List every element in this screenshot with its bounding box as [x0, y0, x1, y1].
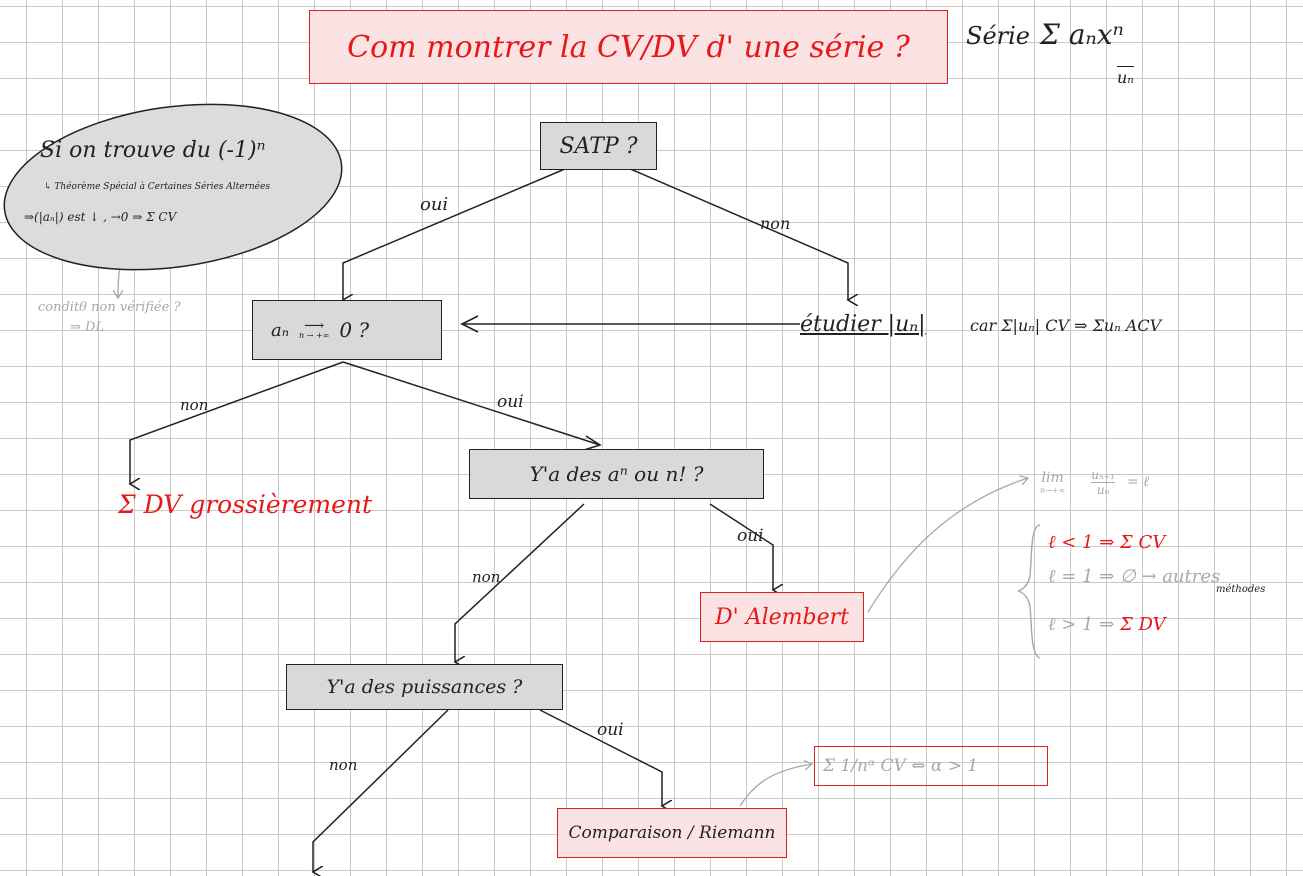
riemann-note-text: Σ 1/nᵅ CV ⇔ α > 1	[823, 756, 979, 776]
edge-label-oui-puiss: oui	[597, 720, 624, 740]
etudier-note: car Σ|uₙ| CV ⇒ Σuₙ ACV	[970, 316, 1162, 335]
dal-case3-b: Σ DV	[1120, 614, 1166, 635]
bubble-ellipse	[3, 103, 343, 271]
dal-case2-a: ℓ = 1 ⇒ ∅ → autres	[1048, 566, 1221, 587]
node-satp-text: SATP ?	[559, 133, 638, 159]
dal-eq: = ℓ	[1126, 474, 1149, 490]
edge-an-oui	[342, 361, 601, 446]
an-prefix: aₙ	[271, 319, 290, 341]
bubble-line3: ⇒(|aₙ|) est ↓ , →0 ⇒ Σ CV	[24, 210, 177, 224]
node-dv: Σ DV grossièrement	[118, 490, 373, 519]
dal-case1: ℓ < 1 ⇒ Σ CV	[1048, 532, 1166, 553]
edge-label-non-yades: non	[472, 568, 501, 586]
edge-satp-non	[597, 154, 848, 300]
an-limit-sub: n → +∞	[299, 330, 330, 340]
edge-label-oui-yades: oui	[737, 526, 764, 546]
bubble-line1: Si on trouve du (-1)ⁿ	[40, 138, 266, 163]
edge-an-non	[130, 361, 344, 484]
node-etudier: étudier |uₙ|	[800, 312, 926, 337]
node-an-limit: aₙ ⟶ n → +∞ 0 ?	[252, 300, 442, 360]
node-dalembert: D' Alembert	[700, 592, 864, 642]
edge-label-non-satp: non	[760, 214, 791, 233]
node-puissances-text: Y'a des puissances ?	[326, 676, 523, 698]
serie-formula: Σ aₙxⁿ	[1040, 18, 1124, 51]
dal-ratio-den: uₙ	[1096, 483, 1110, 497]
edge-satp-oui	[343, 154, 599, 300]
dal-ratio-num: uₙ₊₁	[1091, 468, 1115, 483]
bubble-line2: ↳ Théorème Spécial à Certaines Séries Al…	[44, 182, 270, 192]
title-text: Com montrer la CV/DV d' une série ?	[347, 29, 910, 65]
edge-label-oui-an: oui	[497, 392, 524, 412]
dal-case2-b: méthodes	[1216, 584, 1266, 595]
node-satp: SATP ?	[540, 122, 657, 170]
node-yades: Y'a des aⁿ ou n! ?	[469, 449, 764, 499]
node-comparaison-text: Comparaison / Riemann	[568, 823, 776, 843]
edge-label-non-an: non	[180, 396, 209, 414]
edge-label-non-puiss: non	[329, 756, 358, 774]
cond-line2: ⇒ DL	[70, 320, 105, 335]
brace-icon	[1017, 524, 1041, 659]
cond-line1: conditθ non vérifiée ?	[38, 300, 181, 315]
an-arrow: ⟶ n → +∞	[299, 317, 330, 340]
edge-riemann-note	[739, 764, 812, 807]
dal-lim-word: lim	[1041, 470, 1064, 486]
dal-lim: lim n→+∞ uₙ₊₁ uₙ = ℓ	[1040, 468, 1149, 497]
edge-label-oui-satp: oui	[420, 194, 449, 215]
title-box: Com montrer la CV/DV d' une série ?	[309, 10, 948, 84]
edge-puiss-oui	[539, 709, 662, 806]
edge-dalembert-note	[867, 478, 1028, 613]
dal-case2: ℓ = 1 ⇒ ∅ → autres méthodes	[1048, 566, 1265, 595]
serie-under: uₙ	[1117, 66, 1134, 87]
riemann-note-box: Σ 1/nᵅ CV ⇔ α > 1	[814, 746, 1048, 786]
edge-puiss-non	[313, 709, 449, 872]
edge-yades-non	[455, 503, 585, 662]
dal-lim-sub: n→+∞	[1040, 486, 1066, 495]
node-comparaison: Comparaison / Riemann	[557, 808, 787, 858]
edge-yades-oui	[709, 503, 773, 590]
dal-case3-a: ℓ > 1 ⇒	[1048, 614, 1120, 635]
node-puissances: Y'a des puissances ?	[286, 664, 563, 710]
node-yades-text: Y'a des aⁿ ou n! ?	[529, 462, 704, 486]
an-suffix: 0 ?	[339, 318, 370, 342]
node-dalembert-text: D' Alembert	[715, 604, 849, 630]
dal-case3: ℓ > 1 ⇒ Σ DV	[1048, 614, 1166, 635]
serie-label: Série	[966, 22, 1030, 50]
